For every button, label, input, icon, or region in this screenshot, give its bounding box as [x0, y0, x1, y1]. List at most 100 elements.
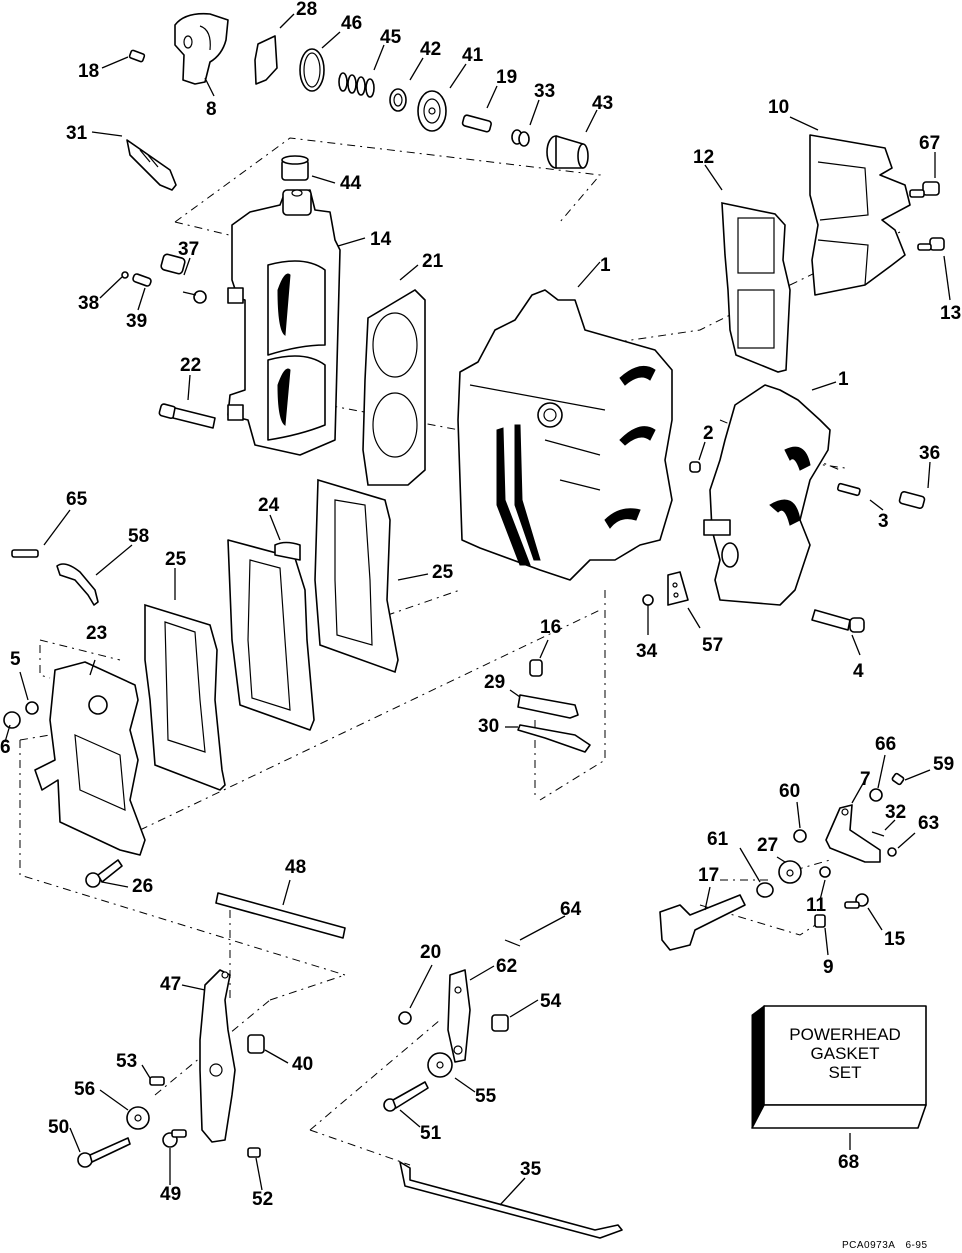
part-19-fitting[interactable] — [461, 114, 492, 133]
callout-65[interactable]: 65 — [66, 489, 88, 510]
callout-9[interactable]: 9 — [823, 957, 834, 978]
callout-25-left[interactable]: 25 — [165, 549, 187, 570]
callout-45[interactable]: 45 — [380, 27, 402, 48]
part-27-cam[interactable] — [778, 860, 802, 884]
part-20-screw[interactable] — [398, 1011, 412, 1025]
callout-29[interactable]: 29 — [484, 672, 506, 693]
part-21-head-gasket[interactable] — [362, 288, 426, 486]
part-9-clip[interactable] — [814, 914, 826, 928]
callout-2[interactable]: 2 — [703, 423, 714, 444]
part-16-screw[interactable] — [529, 659, 543, 677]
part-41-diaphragm[interactable] — [417, 90, 447, 132]
part-11-screw[interactable] — [819, 866, 831, 878]
part-63-nut[interactable] — [887, 847, 897, 857]
part-64-pin[interactable] — [504, 939, 521, 947]
callout-33[interactable]: 33 — [534, 81, 556, 102]
part-54-bushing[interactable] — [491, 1014, 509, 1032]
part-49-screw[interactable] — [162, 1129, 187, 1148]
callout-35[interactable]: 35 — [520, 1159, 542, 1180]
callout-16[interactable]: 16 — [540, 617, 562, 638]
part-13-screw[interactable] — [917, 237, 945, 251]
part-40-bushing[interactable] — [247, 1034, 265, 1054]
callout-36[interactable]: 36 — [919, 443, 941, 464]
part-57-plate[interactable] — [667, 571, 689, 606]
part-61-bushing[interactable] — [756, 882, 774, 898]
callout-42[interactable]: 42 — [420, 39, 442, 60]
callout-66[interactable]: 66 — [875, 734, 897, 755]
callout-26[interactable]: 26 — [132, 876, 154, 897]
part-58-hose[interactable] — [56, 563, 99, 606]
part-17-timer-base[interactable] — [659, 894, 746, 951]
part-62-arm[interactable] — [447, 969, 471, 1063]
callout-13[interactable]: 13 — [940, 303, 962, 324]
callout-46[interactable]: 46 — [341, 13, 363, 34]
part-38-pin[interactable] — [121, 271, 129, 279]
part-46-o-ring[interactable] — [299, 48, 325, 92]
part-4-bolt[interactable] — [811, 609, 865, 633]
part-68-gasket-kit-box[interactable] — [751, 1005, 927, 1129]
callout-10[interactable]: 10 — [768, 97, 790, 118]
part-34-screw[interactable] — [642, 594, 654, 606]
callout-38[interactable]: 38 — [78, 293, 100, 314]
callout-14[interactable]: 14 — [370, 229, 392, 250]
part-7-lever[interactable] — [825, 804, 881, 863]
part-39-valve[interactable] — [132, 273, 152, 287]
callout-12[interactable]: 12 — [693, 147, 715, 168]
callout-32[interactable]: 32 — [885, 802, 907, 823]
callout-68[interactable]: 68 — [838, 1152, 860, 1173]
callout-60[interactable]: 60 — [779, 781, 801, 802]
callout-58[interactable]: 58 — [128, 526, 150, 547]
part-24-exhaust-plate[interactable] — [227, 539, 315, 731]
part-50-screw[interactable] — [77, 1137, 131, 1168]
callout-20[interactable]: 20 — [420, 942, 442, 963]
callout-22[interactable]: 22 — [180, 355, 202, 376]
part-22-bolt[interactable] — [158, 403, 216, 429]
part-6-plug[interactable] — [3, 711, 21, 729]
part-14-cylinder-head[interactable] — [227, 189, 341, 456]
callout-1-block[interactable]: 1 — [600, 255, 611, 276]
part-60-nut[interactable] — [793, 829, 807, 843]
part-55-washer[interactable] — [427, 1052, 453, 1078]
callout-31[interactable]: 31 — [66, 123, 88, 144]
part-48-link-rod[interactable] — [215, 892, 346, 939]
callout-19[interactable]: 19 — [496, 67, 518, 88]
callout-1-crankcase[interactable]: 1 — [838, 369, 849, 390]
callout-64[interactable]: 64 — [560, 899, 582, 920]
part-67-screw[interactable] — [909, 181, 940, 198]
part-25-gasket-right[interactable] — [314, 478, 399, 674]
callout-34[interactable]: 34 — [636, 641, 658, 662]
callout-5[interactable]: 5 — [10, 649, 21, 670]
callout-41[interactable]: 41 — [462, 45, 484, 66]
callout-23[interactable]: 23 — [86, 623, 108, 644]
part-1-crankcase[interactable] — [703, 384, 831, 606]
part-5-o-ring[interactable] — [25, 701, 39, 715]
callout-28[interactable]: 28 — [296, 0, 318, 20]
part-65-screw[interactable] — [11, 549, 39, 558]
callout-25-right[interactable]: 25 — [432, 562, 454, 583]
callout-18[interactable]: 18 — [78, 61, 100, 82]
callout-55[interactable]: 55 — [475, 1086, 497, 1107]
part-47-throttle-arm[interactable] — [199, 969, 236, 1143]
callout-49[interactable]: 49 — [160, 1184, 182, 1205]
part-32-pin[interactable] — [871, 831, 885, 837]
part-45-spring[interactable] — [338, 72, 375, 98]
part-42-washer[interactable] — [389, 88, 407, 112]
part-1-cylinder-block[interactable] — [457, 289, 673, 581]
part-56-washer[interactable] — [126, 1106, 150, 1130]
callout-39[interactable]: 39 — [126, 311, 148, 332]
part-28-gasket[interactable] — [254, 35, 278, 85]
callout-40[interactable]: 40 — [292, 1054, 314, 1075]
callout-62[interactable]: 62 — [496, 956, 518, 977]
part-29-plate[interactable] — [517, 694, 579, 719]
callout-56[interactable]: 56 — [74, 1079, 96, 1100]
part-31-spark-plug[interactable] — [126, 139, 177, 191]
part-25-gasket-left[interactable] — [144, 603, 226, 791]
part-53-spring[interactable] — [149, 1076, 165, 1086]
callout-50[interactable]: 50 — [48, 1117, 70, 1138]
callout-6[interactable]: 6 — [0, 737, 11, 758]
callout-43[interactable]: 43 — [592, 93, 614, 114]
callout-52[interactable]: 52 — [252, 1189, 274, 1210]
callout-27[interactable]: 27 — [757, 835, 779, 856]
part-23-exhaust-cover[interactable] — [34, 661, 146, 856]
part-3-pin[interactable] — [836, 482, 861, 497]
